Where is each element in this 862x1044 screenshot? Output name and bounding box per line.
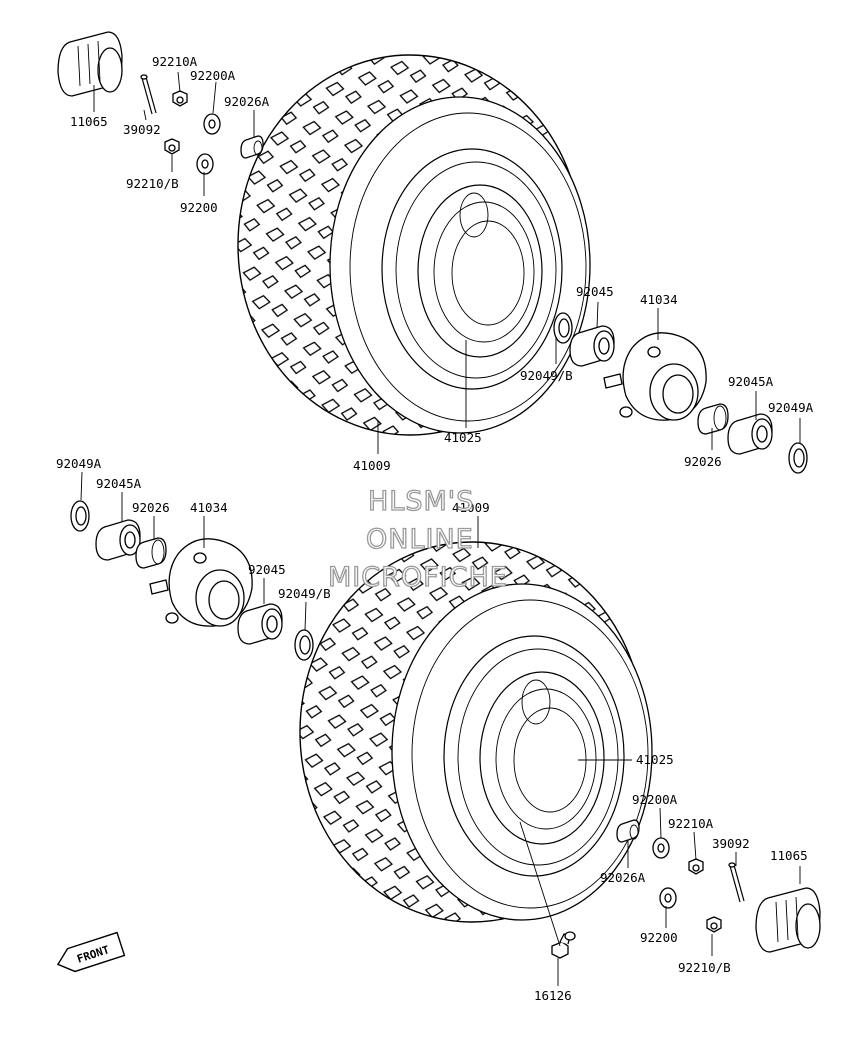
label-bottom-92210b: 92210/B bbox=[678, 960, 731, 975]
bottom-washer-92200a bbox=[652, 837, 670, 859]
label-bottom-92049a: 92049A bbox=[56, 456, 102, 471]
label-bottom-41025: 41025 bbox=[636, 752, 674, 767]
label-bottom-11065: 11065 bbox=[770, 848, 808, 863]
top-part-labels: 11065 39092 92210A 92200A 92026A 92210/B… bbox=[70, 54, 814, 473]
label-top-41034: 41034 bbox=[640, 292, 678, 307]
bottom-valve-16126 bbox=[551, 931, 576, 959]
bottom-seal-92049a bbox=[70, 500, 90, 532]
top-hub-41034 bbox=[603, 332, 707, 421]
label-top-92026a: 92026A bbox=[224, 94, 270, 109]
label-bottom-16126: 16126 bbox=[534, 988, 572, 1003]
bottom-washer-92200 bbox=[659, 887, 677, 909]
label-bottom-92026: 92026 bbox=[132, 500, 170, 515]
label-bottom-92200a: 92200A bbox=[632, 792, 678, 807]
label-top-92045: 92045 bbox=[576, 284, 614, 299]
label-bottom-92210a: 92210A bbox=[668, 816, 714, 831]
bottom-bearing-92045a bbox=[95, 519, 141, 561]
label-top-92200: 92200 bbox=[180, 200, 218, 215]
bottom-seal-92049b bbox=[294, 629, 314, 661]
top-washer-92200a bbox=[203, 113, 221, 135]
bottom-leaders bbox=[80, 471, 801, 986]
watermark: HLSM'S ONLINE MICROFICHE bbox=[327, 485, 508, 593]
bottom-cap-11065 bbox=[755, 887, 821, 953]
top-bearing-92045a bbox=[727, 413, 773, 455]
bottom-pin-39092 bbox=[728, 862, 745, 903]
label-bottom-39092: 39092 bbox=[712, 836, 750, 851]
label-top-11065: 11065 bbox=[70, 114, 108, 129]
top-seal-92049a bbox=[788, 442, 808, 474]
top-nut-92210b bbox=[164, 138, 180, 155]
bottom-nut-92210a bbox=[688, 858, 704, 875]
bottom-nut-92210b bbox=[706, 916, 722, 933]
label-top-92045a: 92045A bbox=[728, 374, 774, 389]
label-bottom-41034: 41034 bbox=[190, 500, 228, 515]
label-top-92200a: 92200A bbox=[190, 68, 236, 83]
label-top-39092: 39092 bbox=[123, 122, 161, 137]
label-bottom-92200: 92200 bbox=[640, 930, 678, 945]
label-top-41009: 41009 bbox=[353, 458, 391, 473]
label-top-92049a: 92049A bbox=[768, 400, 814, 415]
top-seal-92049b bbox=[553, 312, 573, 344]
label-top-92026: 92026 bbox=[684, 454, 722, 469]
top-spacer-92026 bbox=[697, 403, 729, 435]
label-bottom-92049b: 92049/B bbox=[278, 586, 331, 601]
top-cap-11065 bbox=[57, 31, 123, 97]
bottom-part-labels: 92049A 92045A 92026 41034 41009 92045 92… bbox=[56, 456, 808, 1003]
top-pin-39092 bbox=[140, 74, 157, 115]
label-top-92049b: 92049/B bbox=[520, 368, 573, 383]
watermark-line-1: HLSM'S bbox=[368, 486, 474, 517]
label-top-92210a: 92210A bbox=[152, 54, 198, 69]
bottom-tire-41009 bbox=[299, 541, 653, 923]
label-bottom-92045: 92045 bbox=[248, 562, 286, 577]
top-nut-92210a bbox=[172, 90, 188, 107]
top-leaders bbox=[93, 71, 801, 454]
top-washer-92200 bbox=[196, 153, 214, 175]
front-direction-marker: FRONT bbox=[56, 931, 126, 973]
watermark-line-3: MICROFICHE bbox=[328, 562, 508, 593]
label-top-41025: 41025 bbox=[444, 430, 482, 445]
top-collar-92026a bbox=[240, 135, 264, 159]
label-bottom-92045a: 92045A bbox=[96, 476, 142, 491]
label-bottom-41009: 41009 bbox=[452, 500, 490, 515]
label-bottom-92026a: 92026A bbox=[600, 870, 646, 885]
watermark-line-2: ONLINE bbox=[366, 524, 474, 555]
label-top-92210b: 92210/B bbox=[126, 176, 179, 191]
bottom-bearing-92045 bbox=[237, 603, 283, 645]
